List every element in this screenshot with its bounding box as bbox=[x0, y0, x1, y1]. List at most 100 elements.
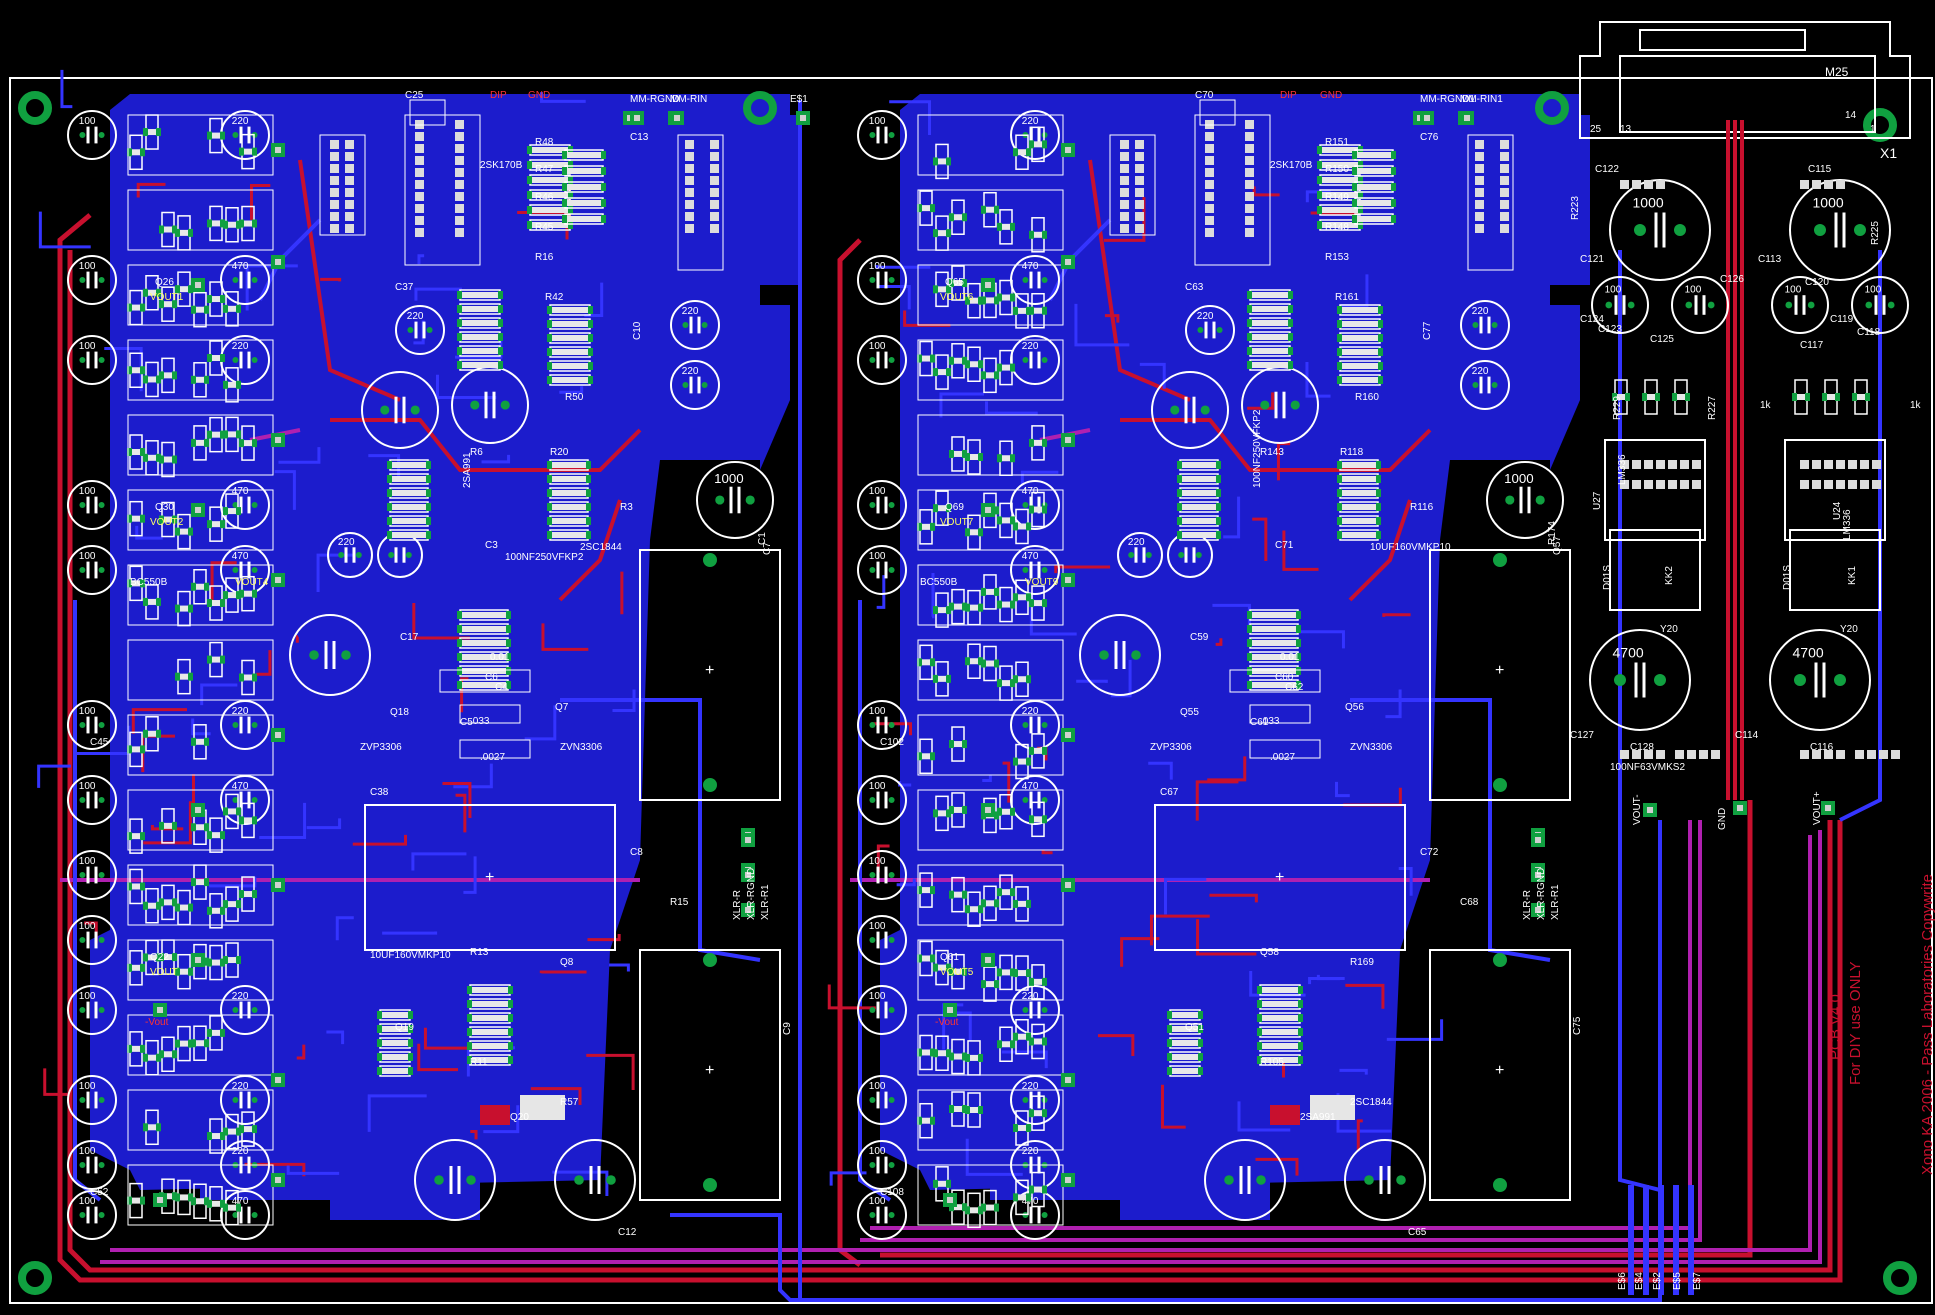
film-capacitor bbox=[1429, 949, 1571, 1201]
bank-resistor-body bbox=[462, 362, 498, 368]
component-label: R149 bbox=[1325, 192, 1349, 203]
bank-resistor-pad bbox=[1216, 475, 1221, 483]
bank-resistor-body bbox=[1252, 306, 1288, 312]
small-resistor-body bbox=[244, 590, 252, 597]
small-resistor-pad bbox=[1042, 977, 1047, 986]
small-resistor-pad bbox=[1013, 593, 1018, 602]
bank-resistor-pad bbox=[1177, 475, 1182, 483]
bank-resistor-pad bbox=[1337, 503, 1342, 511]
component-label: R143 bbox=[1260, 447, 1284, 458]
small-resistor-body bbox=[148, 1124, 156, 1131]
regulator-pads bbox=[1848, 480, 1857, 489]
bank-resistor-pad bbox=[506, 653, 511, 661]
cluster-outline bbox=[127, 714, 274, 776]
small-resistor-body bbox=[986, 660, 994, 667]
large-capacitor-pad bbox=[1396, 1175, 1406, 1185]
small-capacitor-pad bbox=[869, 1212, 876, 1218]
small-capacitor bbox=[67, 335, 117, 385]
bank-resistor-pad bbox=[568, 221, 573, 229]
small-capacitor-pad bbox=[888, 357, 895, 363]
small-capacitor-pad bbox=[98, 1097, 105, 1103]
bank-resistor-pad bbox=[498, 319, 503, 327]
small-resistor-body bbox=[954, 968, 962, 975]
component-label: Q7 bbox=[555, 702, 569, 713]
dip-pads bbox=[1475, 164, 1484, 173]
medium-capacitor-pad bbox=[682, 322, 689, 328]
small-resistor-pad bbox=[978, 360, 983, 369]
small-capacitor-pad bbox=[98, 357, 105, 363]
small-resistor-body bbox=[180, 605, 188, 612]
dip-pads bbox=[1135, 200, 1144, 209]
small-resistor-body bbox=[132, 149, 140, 156]
psu-label: LM336 bbox=[1842, 509, 1853, 540]
bank-resistor-body bbox=[462, 612, 506, 618]
local-trace bbox=[1074, 303, 1130, 347]
component-label: C1 bbox=[757, 532, 768, 545]
psu-capacitor-value: 100 bbox=[1685, 284, 1702, 295]
small-resistor-body bbox=[228, 508, 236, 515]
component-label: C8 bbox=[630, 847, 643, 858]
component-label: 2SK170B bbox=[480, 160, 523, 171]
bank-resistor-body bbox=[462, 306, 498, 312]
small-capacitor-value: 220 bbox=[232, 1081, 249, 1092]
small-resistor-body bbox=[180, 968, 188, 975]
cluster-outline bbox=[917, 339, 1064, 401]
bank-resistor-pad bbox=[547, 489, 552, 497]
small-resistor-pad bbox=[930, 658, 935, 667]
component-label: 2SC1844 bbox=[1350, 1097, 1392, 1108]
psu-capacitor-value: 1000 bbox=[1633, 195, 1664, 211]
dip-pads bbox=[710, 152, 719, 161]
component-label: VOUT bbox=[150, 967, 178, 978]
film-capacitor-pad bbox=[703, 1178, 717, 1192]
small-resistor-pad bbox=[981, 980, 986, 989]
psu-label: C128 bbox=[1630, 742, 1654, 753]
regulator-pads bbox=[1812, 480, 1821, 489]
psu-capacitor-pad bbox=[1674, 224, 1686, 236]
bank-resistor-pad bbox=[547, 348, 552, 356]
local-trace bbox=[256, 650, 272, 676]
psu-bus bbox=[1688, 1185, 1694, 1295]
large-capacitor-pad bbox=[606, 1175, 616, 1185]
bank-resistor-pad bbox=[1358, 191, 1363, 199]
small-resistor-pad bbox=[223, 807, 228, 816]
small-capacitor bbox=[67, 775, 117, 825]
small-resistor-pad bbox=[962, 1105, 967, 1114]
top-trace bbox=[1348, 499, 1412, 602]
bank-resistor-body bbox=[1252, 640, 1296, 646]
film-capacitor bbox=[1154, 804, 1406, 951]
small-resistor-body bbox=[938, 369, 946, 376]
small-capacitor-value: 220 bbox=[1022, 706, 1039, 717]
medium-capacitor-pad bbox=[1491, 382, 1498, 388]
small-capacitor-pad bbox=[888, 567, 895, 573]
bank-resistor-body bbox=[1182, 504, 1216, 510]
bank-resistor-pad bbox=[547, 376, 552, 384]
psu-label: C120 bbox=[1805, 277, 1829, 288]
small-resistor-pad bbox=[252, 673, 257, 682]
small-resistor-pad bbox=[1013, 1123, 1018, 1132]
small-resistor-pad bbox=[236, 304, 241, 313]
small-resistor-pad bbox=[997, 600, 1002, 609]
bank-resistor-pad bbox=[1317, 176, 1322, 184]
psu-cap-pads bbox=[1824, 180, 1833, 189]
small-capacitor-pad bbox=[79, 132, 86, 138]
large-capacitor-pad bbox=[1256, 1175, 1266, 1185]
psu-cap-pads bbox=[1656, 750, 1665, 759]
small-capacitor-value: 470 bbox=[232, 1196, 249, 1207]
bank-resistor-pad bbox=[547, 475, 552, 483]
small-capacitor-value: 470 bbox=[1022, 1196, 1039, 1207]
small-resistor-body bbox=[148, 954, 156, 961]
small-resistor-body bbox=[954, 603, 962, 610]
small-resistor-body bbox=[1034, 231, 1042, 238]
bank-resistor-pad bbox=[1257, 986, 1262, 994]
psu-capacitor-pad bbox=[1627, 301, 1635, 309]
small-capacitor-pad bbox=[251, 1212, 258, 1218]
dip-pads bbox=[1205, 228, 1214, 237]
small-resistor-body bbox=[148, 129, 156, 136]
small-resistor-pad bbox=[933, 157, 938, 166]
small-capacitor-pad bbox=[98, 502, 105, 508]
bank-resistor-pad bbox=[1296, 639, 1301, 647]
local-trace bbox=[1161, 1084, 1186, 1129]
bank-resistor-pad bbox=[1257, 1042, 1262, 1050]
bank-resistor-body bbox=[532, 177, 568, 183]
cluster-outline bbox=[917, 489, 1064, 551]
